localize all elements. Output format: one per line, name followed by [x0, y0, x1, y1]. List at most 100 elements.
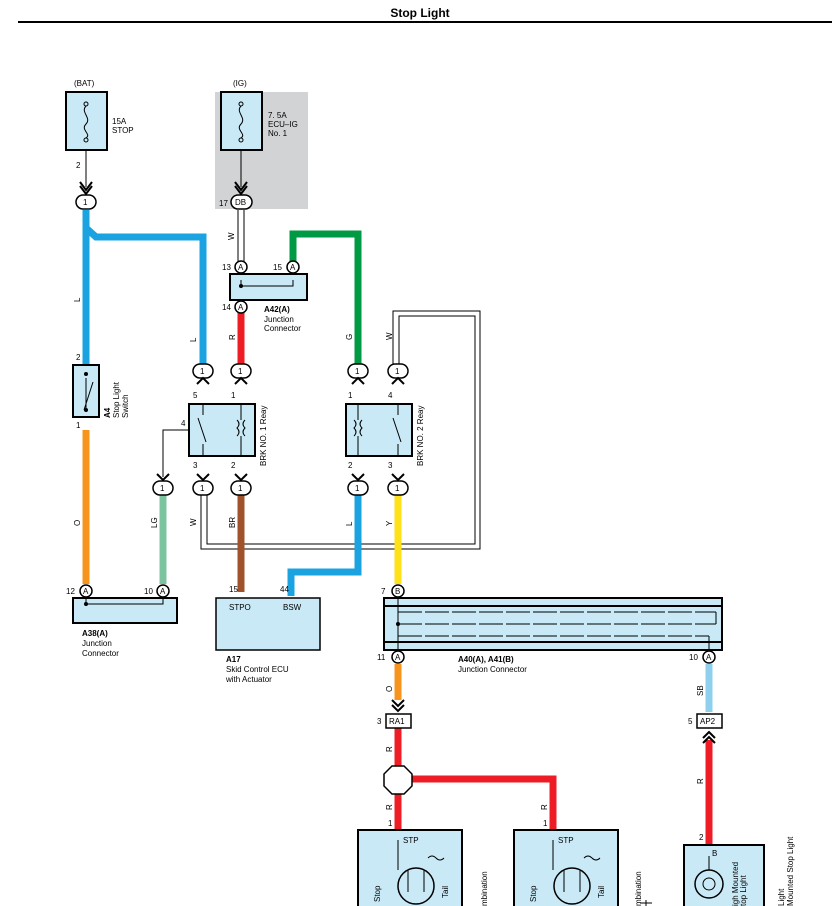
a38-code: A38(A) [82, 629, 108, 638]
a4-code: A4 [103, 407, 112, 418]
a42-junction-connector [229, 260, 308, 314]
a40-a41-junction-connector [383, 584, 723, 664]
pin-label: 1 [231, 391, 236, 400]
wire-color-label: LG [150, 517, 159, 528]
a4-name: Stop Light [112, 381, 121, 418]
a38-name: Junction [82, 639, 112, 648]
pin-label: 17 [219, 199, 228, 208]
a38-junction-connector [72, 584, 178, 624]
connector-label: 1 [83, 198, 88, 207]
connector-label: A [160, 587, 166, 596]
connector-label: 1 [238, 484, 243, 493]
stop-label: Stop [529, 885, 538, 902]
ra1-connector [385, 699, 412, 729]
ap2-connector [696, 713, 723, 744]
combination-label: mbination [634, 871, 643, 906]
wire-color-label: Y [385, 520, 394, 526]
wire-color-label: BR [228, 517, 237, 528]
pin-label: 3 [193, 461, 198, 470]
pin-label: 10 [144, 587, 153, 596]
pin-label: 1 [388, 819, 393, 828]
wires [82, 150, 713, 845]
wire-color-label: W [385, 332, 394, 340]
wire-color-label: R [696, 778, 705, 784]
stp-terminal: STP [403, 836, 419, 845]
fuse-stop-name: STOP [112, 126, 134, 135]
ig-label: (IG) [233, 79, 247, 88]
a38-name: Connector [82, 649, 119, 658]
ra1-label: RA1 [389, 717, 405, 726]
connector-label: A [83, 587, 89, 596]
pin-label: 3 [388, 461, 393, 470]
wire-l-branch [83, 225, 207, 365]
ap2-label: AP2 [700, 717, 716, 726]
connector-label: A [395, 653, 401, 662]
pin-label: 11 [377, 653, 386, 662]
tail-label: Tail [597, 886, 606, 898]
pin-label: 5 [688, 717, 693, 726]
wire-color-label: R [385, 804, 394, 810]
title-underline [18, 21, 832, 23]
connector-pills [75, 194, 409, 496]
wire-color-label: G [345, 334, 354, 340]
connector-label: 1 [395, 367, 400, 376]
pin-label: 2 [699, 833, 704, 842]
b-terminal: B [712, 849, 717, 858]
a4-name: Switch [121, 394, 130, 418]
wire-color-label: R [228, 334, 237, 340]
connector-label: 1 [160, 484, 165, 493]
wire-color-label: L [189, 337, 198, 342]
pin-label: 5 [193, 391, 198, 400]
fuse-ecu-name1: ECU–IG [268, 120, 298, 129]
wire-color-label: R [385, 746, 394, 752]
relay-brk-no2 [345, 403, 413, 457]
pin-label: 2 [76, 161, 81, 170]
splice-point [383, 765, 413, 795]
pin-label: 12 [66, 587, 75, 596]
rear-combination-light-right [513, 829, 619, 906]
connector-label: 1 [395, 484, 400, 493]
pin-label: 2 [348, 461, 353, 470]
relay1-label: BRK NO. 1 Reay [259, 406, 268, 466]
connector-label: A [238, 263, 244, 272]
pin-label: 15 [273, 263, 282, 272]
connector-label: A [706, 653, 712, 662]
stp-terminal: STP [558, 836, 574, 845]
high-mount-label: Mounted Stop Light [786, 836, 795, 906]
connector-label: 1 [355, 367, 360, 376]
relay-brk-no1 [188, 403, 256, 457]
wire-color-label: W [227, 232, 236, 240]
wire-l-bsw [287, 495, 362, 596]
fuse-stop-amp: 15A [112, 117, 127, 126]
bsw-terminal: BSW [283, 603, 302, 612]
a42-name: Connector [264, 324, 301, 333]
high-mount-label: Light [777, 888, 786, 906]
pin-label: 1 [543, 819, 548, 828]
pin-label: 15 [229, 585, 238, 594]
fuse-ecu-ig [220, 91, 263, 151]
pin-label: 7 [381, 587, 386, 596]
wire-w-loop-inner [206, 315, 476, 545]
wire-color-label: O [385, 686, 394, 692]
connector-label: DB [235, 198, 246, 207]
pin-label: 14 [222, 303, 231, 312]
connector-label: 1 [238, 367, 243, 376]
combination-label: mbination [480, 871, 489, 906]
connector-label: 1 [200, 367, 205, 376]
pin-label: 1 [76, 421, 81, 430]
connector-label: A [238, 303, 244, 312]
a17-skid-control-ecu [215, 597, 321, 651]
chevron-icon [79, 181, 93, 196]
stpo-terminal: STPO [229, 603, 251, 612]
high-mounted-stop-light [683, 844, 765, 906]
high-mount-label: top Light [739, 875, 748, 906]
pin-label: 13 [222, 263, 231, 272]
pin-label: 2 [231, 461, 236, 470]
pin-label: 1 [348, 391, 353, 400]
relay-chevrons [156, 376, 405, 482]
connector-label: B [395, 587, 400, 596]
pin-label: 4 [388, 391, 393, 400]
pin-label: 3 [377, 717, 382, 726]
wire-g [289, 230, 362, 364]
wire-color-label: O [73, 520, 82, 526]
